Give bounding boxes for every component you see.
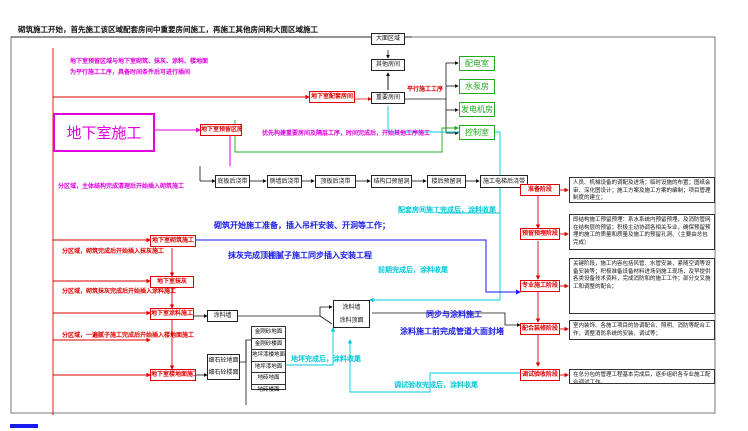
phase-decoration-desc: 室内装饰、各施工项目的协调配合、照明、消防等配合工作，调整消防系统的安装、调试等… bbox=[569, 320, 715, 340]
paint-wall-ceiling-box: 涂料墙 涂料顶面 bbox=[333, 300, 370, 328]
page-title: 砌筑施工开始，首先施工该区域配套房间中重要房间施工，再施工其他房间和大面区域施工 bbox=[18, 25, 318, 34]
basement-support-room-box: 地下室配套房间 bbox=[309, 91, 355, 103]
fine-stone-box: 细石砼地面 细石砼楼面 bbox=[207, 354, 240, 380]
stage-plaster-box: 地下室抹灰 bbox=[150, 276, 194, 288]
sync-note-1: 同步与涂料施工 bbox=[426, 310, 482, 319]
chain-step-5: 楼后预留洞 bbox=[427, 175, 466, 188]
chain-step-3: 顶板后浇带 bbox=[315, 175, 356, 188]
floor-type-item: 金刚砂楼面 bbox=[252, 339, 285, 350]
parallel-process-label: 平行施工工序 bbox=[407, 86, 444, 93]
basement-note-line2: 为平行施工工序，具备时间条件后可进行插间 bbox=[70, 69, 191, 76]
phase-professional: 专业施工阶段 bbox=[520, 280, 560, 292]
room-pump: 水泵房 bbox=[459, 79, 495, 94]
phase-decoration: 配合装修阶段 bbox=[520, 323, 560, 335]
phase-prepare-desc: 人员、机械设备的调配及进场；临时设施的布置；图纸会审、深化图设计；施工方案及施工… bbox=[569, 177, 715, 203]
phase-embed: 预留预埋阶段 bbox=[520, 228, 560, 240]
chain-step-6: 施工电梯后浇带 bbox=[480, 175, 528, 188]
phase-prepare: 准备阶段 bbox=[520, 184, 560, 196]
green-priority-note: 优先构建重要房间及隔层工序，时间完成后，开始其他工序施工 bbox=[262, 130, 431, 137]
phase-debug: 调试验收阶段 bbox=[520, 369, 560, 381]
floor-type-item: 地坪漆楼地面 bbox=[252, 350, 285, 362]
basement-construction-box: 地下室施工 bbox=[53, 113, 155, 152]
important-rooms-box: 重要房间 bbox=[371, 92, 405, 104]
floor-type-item: 地坪漆地面 bbox=[252, 362, 285, 373]
blue-note-preparation: 砌筑开始施工准备，插入吊杆安装、开洞等工作； bbox=[214, 221, 390, 230]
zone-note-floor: 分区域，一遍腻子施工完成后开始插入楼地面施工 bbox=[62, 332, 195, 339]
stage-paint-box: 地下室涂料施工 bbox=[150, 308, 194, 320]
paint-ceiling-label: 涂料顶面 bbox=[339, 317, 364, 324]
paint-wall-label: 涂料墙 bbox=[342, 304, 361, 311]
chain-step-1: 底板后浇带 bbox=[215, 175, 250, 188]
cyan-mid-note: 前期完成后，涂料收尾 bbox=[378, 266, 448, 274]
floor-cyan-note: 地坪完成后，涂料收尾 bbox=[291, 355, 361, 363]
other-rooms-box: 其他房间 bbox=[371, 59, 405, 71]
phase-professional-desc: 关键阶段，施工内容包括风管、水管安装，紧随空调等设备安装等；积极准备设备材料进场… bbox=[569, 258, 715, 314]
blue-note-plaster-install: 抹灰完成顶棚腻子施工同步插入安装工程 bbox=[228, 251, 372, 260]
basement-reserved-area-box: 地下室预留区施工 bbox=[200, 124, 242, 136]
room-control: 控制室 bbox=[459, 125, 495, 140]
floor-types-list: 金刚砂地面 金刚砂楼面 地坪漆楼地面 地坪漆地面 地砖地面 地砖楼面 bbox=[251, 326, 286, 393]
large-area-box: 大面区域 bbox=[371, 33, 405, 45]
fine-stone-label: 细石砼地面 bbox=[208, 357, 239, 364]
sync-note-2: 涂料施工前完成管道大面封堵 bbox=[400, 327, 504, 336]
room-generator: 发电机房 bbox=[459, 102, 495, 117]
floor-type-item: 金刚砂地面 bbox=[252, 327, 285, 339]
debug-cyan-note: 调试验收完成后，涂料收尾 bbox=[394, 381, 478, 389]
chain-step-4: 结构口预留洞 bbox=[371, 175, 412, 188]
zone-note-plaster: 分区域，砌筑完成后开始插入抹灰施工 bbox=[62, 248, 165, 255]
stage-masonry-box: 地下室砌筑施工 bbox=[150, 235, 196, 247]
zone-masonry-note: 分区域，主体结构完成清理后开始插入砌筑施工 bbox=[58, 183, 185, 190]
floor-type-item: 地砖地面 bbox=[252, 373, 285, 385]
basement-note-line1: 地下室预留区域与地下室砌筑、抹灰、涂料、楼地面 bbox=[70, 58, 209, 65]
paint-interim-box: 涂料墙 bbox=[207, 310, 238, 322]
leveling-label: 细石砼楼面 bbox=[208, 369, 239, 376]
cyan-note-support-rooms: 配套房间施工完成后，涂料收尾 bbox=[398, 206, 496, 214]
room-distribution: 配电室 bbox=[459, 56, 495, 71]
chain-step-2: 侧墙后浇带 bbox=[267, 175, 302, 188]
stage-floor-box: 地下室楼地面施工 bbox=[150, 369, 196, 381]
phase-embed-desc: 即结构施工预留预埋：系水系统内预留预埋，及消防管网在结构层的预留；积极主动协调各… bbox=[569, 214, 715, 250]
floor-type-item: 地砖楼面 bbox=[257, 386, 280, 393]
phase-debug-desc: 在总分包的管理工程基本完成后，逐步组织各专业施工配合调试工作。 bbox=[569, 369, 715, 384]
zone-note-paint: 分区域，砌筑抹灰完成后开始插入涂料施工 bbox=[62, 288, 177, 295]
